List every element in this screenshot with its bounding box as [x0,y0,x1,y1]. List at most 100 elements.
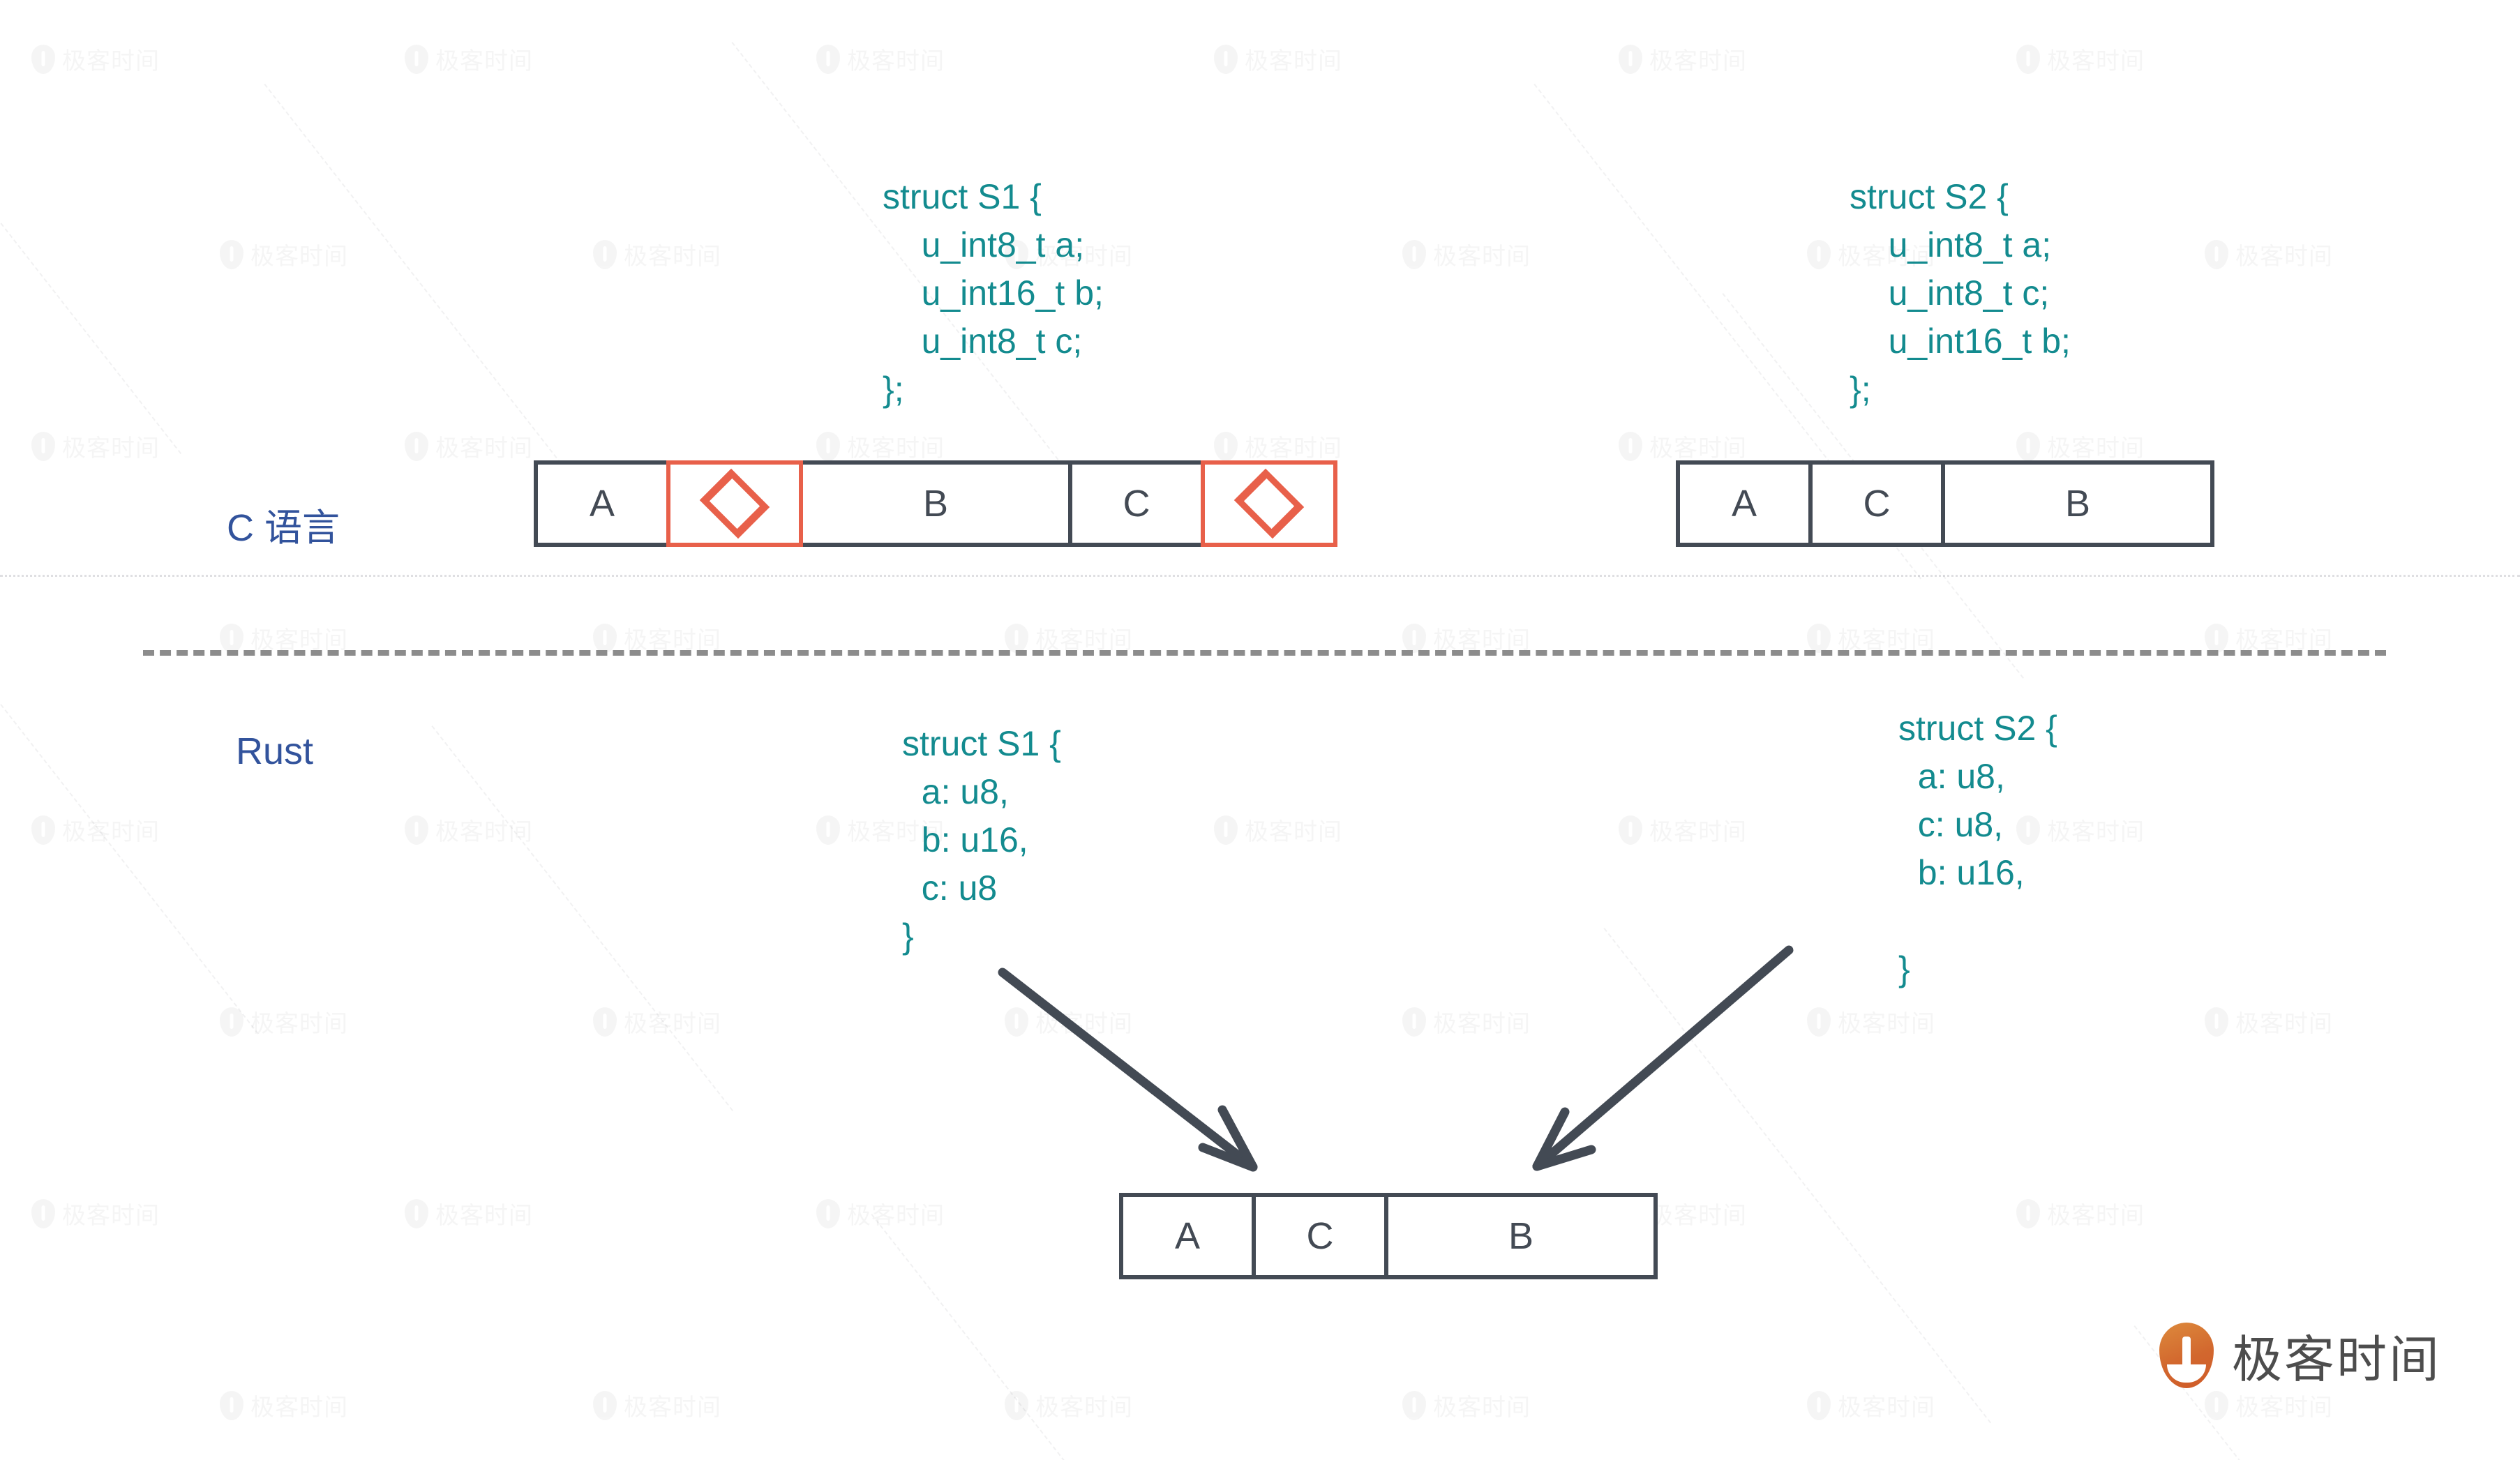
memory-cell-field: B [1384,1193,1658,1279]
location-pin-icon [593,239,617,269]
watermark-text: 极客时间 [624,243,721,271]
memory-cell-padding [666,460,803,547]
location-pin-icon [2205,623,2228,653]
location-pin-icon [1807,623,1831,653]
watermark: 极客时间 [1402,237,1531,271]
watermark-text: 极客时间 [435,47,533,75]
arrow-s1-to-result [998,968,1258,1172]
watermark-text: 极客时间 [847,1202,945,1230]
watermark-text: 极客时间 [2047,1202,2145,1230]
watermark-text: 极客时间 [1245,818,1342,846]
watermark-text: 极客时间 [1433,1394,1531,1422]
watermark: 极客时间 [220,1004,348,1039]
watermark: 极客时间 [1807,1388,1935,1422]
watermark: 极客时间 [1807,1004,1935,1039]
watermark: 极客时间 [816,1196,945,1231]
watermark-text: 极客时间 [2047,818,2145,846]
watermark: 极客时间 [816,42,945,76]
brand-logo: 极客时间 [2159,1318,2441,1392]
location-pin-icon [405,815,428,845]
code-line: a: u8, [902,772,1009,811]
code-line: u_int8_t c; [883,322,1083,361]
location-pin-icon [31,1198,55,1228]
watermark-text: 极客时间 [250,1394,348,1422]
watermark: 极客时间 [593,1004,721,1039]
location-pin-icon [2205,1007,2228,1037]
code-line: u_int16_t b; [883,273,1104,313]
watermark-text: 极客时间 [1433,243,1531,271]
memory-cell-field: C [1808,460,1945,547]
watermark-text: 极客时间 [2047,47,2145,75]
location-pin-icon [220,1007,243,1037]
location-pin-icon [816,1198,840,1228]
diamond-icon [1233,468,1305,539]
memory-cell-field: C [1068,460,1205,547]
code-block-rust-s1: struct S1 { a: u8, b: u16, c: u8} [902,720,1061,961]
arrow-s2-to-result [1532,945,1794,1171]
memory-cell-field: A [1119,1193,1256,1279]
code-line: struct S1 { [902,724,1061,763]
location-pin-icon [1402,1390,1426,1420]
watermark-text: 极客时间 [62,818,160,846]
watermark-text: 极客时间 [1649,1202,1747,1230]
location-pin-icon [1005,1390,1028,1420]
watermark-text: 极客时间 [2235,1394,2333,1422]
code-line: a: u8, [1898,757,2005,796]
watermark-text: 极客时间 [624,1010,721,1038]
code-block-c-s1: struct S1 { u_int8_t a; u_int16_t b; u_i… [883,173,1104,414]
code-line: c: u8, [1898,805,2004,844]
location-pin-icon [593,623,617,653]
watermark-text: 极客时间 [62,435,160,462]
watermark: 极客时间 [2016,1196,2145,1231]
code-line: u_int8_t c; [1850,273,2050,313]
location-pin-icon [1214,44,1238,74]
watermark: 极客时间 [1005,1388,1133,1422]
location-pin-icon [1402,239,1426,269]
location-pin-icon [1005,1007,1028,1037]
location-pin-icon [31,431,55,461]
watermark-text: 极客时间 [624,1394,721,1422]
location-pin-icon [816,431,840,461]
code-line: struct S2 { [1850,177,2009,216]
watermark-text: 极客时间 [250,1010,348,1038]
watermark: 极客时间 [405,813,533,847]
watermark-text: 极客时间 [1245,435,1342,462]
watermark: 极客时间 [1214,429,1342,463]
code-line: struct S2 { [1898,709,2057,748]
watermark-text: 极客时间 [2235,243,2333,271]
watermark-text: 极客时间 [847,435,945,462]
code-line: u_int8_t a; [1850,225,2052,264]
code-line: b: u16, [902,820,1028,859]
code-line: }; [1850,370,1871,409]
location-pin-icon [1005,623,1028,653]
watermark: 极客时间 [1214,813,1342,847]
location-pin-icon [405,1198,428,1228]
location-pin-icon [1214,815,1238,845]
watermark: 极客时间 [2205,237,2333,271]
location-pin-icon [816,44,840,74]
watermark: 极客时间 [593,1388,721,1422]
watermark: 极客时间 [405,429,533,463]
watermark-text: 极客时间 [62,1202,160,1230]
watermark: 极客时间 [220,1388,348,1422]
watermark-text: 极客时间 [1433,1010,1531,1038]
diamond-icon [699,468,770,539]
code-line: c: u8 [902,868,998,908]
location-pin-icon [2205,239,2228,269]
location-pin-icon [2205,1390,2228,1420]
location-pin-icon [816,815,840,845]
watermark: 极客时间 [31,1196,160,1231]
watermark-text: 极客时间 [1838,1010,1935,1038]
watermark-text: 极客时间 [847,47,945,75]
code-line: struct S1 { [883,177,1042,216]
code-line: }; [883,370,904,409]
watermark-text: 极客时间 [1245,47,1342,75]
memory-cell-padding [1201,460,1337,547]
location-pin-icon [1402,1007,1426,1037]
memory-cell-field: B [1941,460,2214,547]
location-pin-icon [1807,239,1831,269]
code-line [1898,897,2057,945]
